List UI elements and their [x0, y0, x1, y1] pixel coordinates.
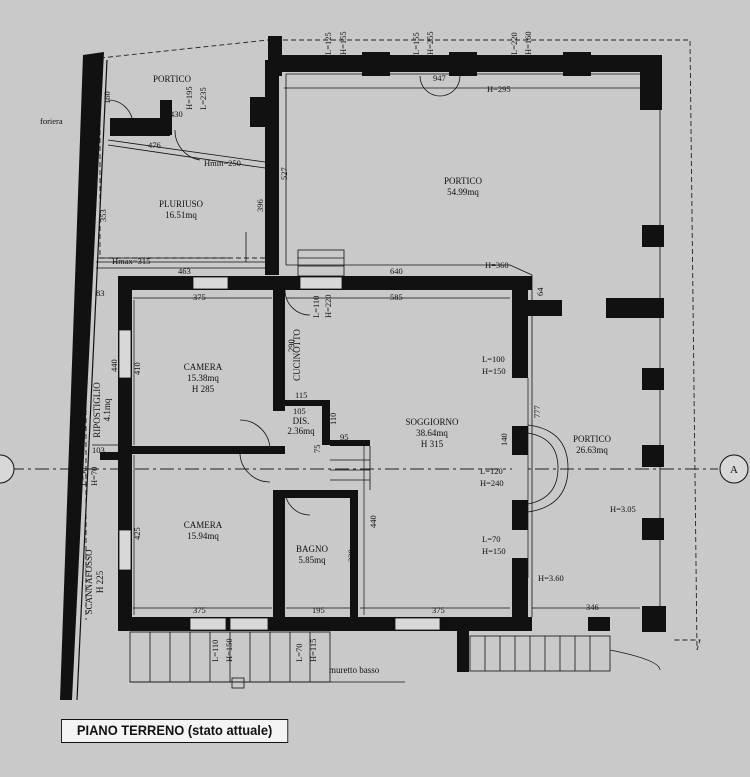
svg-text:L=120: L=120	[480, 466, 503, 476]
svg-text:140: 140	[499, 433, 509, 446]
svg-text:110: 110	[328, 413, 338, 425]
svg-text:346: 346	[586, 602, 599, 612]
svg-text:H=160: H=160	[523, 31, 533, 55]
room-ripostiglio: RIPOSTIGLIO4.1mq	[92, 382, 112, 438]
svg-text:L=155: L=155	[411, 32, 421, 55]
svg-text:585: 585	[390, 292, 403, 302]
site-boundary-wall	[60, 52, 108, 701]
svg-text:H=150: H=150	[482, 366, 506, 376]
svg-text:foriera: foriera	[40, 116, 63, 126]
svg-text:L=220: L=220	[509, 32, 519, 55]
svg-text:410: 410	[132, 362, 142, 375]
dimension-labels: L=125 H=155 L=155 H=255 L=220 H=160 947 …	[40, 31, 636, 675]
svg-text:430: 430	[170, 109, 183, 119]
svg-text:375: 375	[193, 605, 206, 615]
svg-text:527: 527	[279, 167, 289, 180]
svg-text:640: 640	[390, 266, 403, 276]
svg-text:Hmax=315: Hmax=315	[112, 256, 150, 266]
openings	[118, 276, 441, 631]
dimension-lines	[92, 87, 640, 615]
svg-text:105: 105	[293, 406, 306, 416]
svg-text:L=110: L=110	[210, 640, 220, 662]
svg-text:290: 290	[286, 339, 296, 352]
svg-text:H=150: H=150	[482, 546, 506, 556]
svg-text:H=150: H=150	[224, 638, 234, 662]
svg-text:L=70: L=70	[294, 644, 304, 663]
svg-text:muretto basso: muretto basso	[329, 665, 380, 675]
svg-text:463: 463	[178, 266, 191, 276]
svg-text:195: 195	[312, 605, 325, 615]
svg-text:L=110: L=110	[311, 296, 321, 318]
svg-text:H=115: H=115	[308, 639, 318, 662]
svg-text:75: 75	[312, 445, 322, 454]
svg-text:Hmin=250: Hmin=250	[204, 158, 241, 168]
thin-lines	[96, 73, 661, 689]
svg-text:440: 440	[368, 515, 378, 528]
svg-text:L=125: L=125	[323, 32, 333, 55]
svg-text:64: 64	[535, 287, 545, 296]
room-scannafosso: SCANNAFOSSOH 225	[84, 549, 105, 615]
dashed-outlines	[85, 39, 701, 651]
svg-text:L=70: L=70	[482, 534, 501, 544]
svg-text:H=295: H=295	[487, 84, 511, 94]
svg-text:83: 83	[96, 288, 105, 298]
svg-text:396: 396	[255, 199, 265, 212]
svg-text:H=255: H=255	[425, 31, 435, 55]
room-cucinotto: CUCINOTTO	[292, 329, 302, 381]
svg-text:H=240: H=240	[480, 478, 504, 488]
svg-text:440: 440	[109, 359, 119, 372]
svg-text:L=235: L=235	[198, 87, 208, 110]
drawing-title: PIANO TERRENO (stato attuale)	[61, 719, 289, 743]
section-marker: A	[730, 464, 738, 476]
svg-text:330: 330	[346, 549, 356, 562]
svg-text:353: 353	[98, 209, 108, 222]
svg-text:H=155: H=155	[338, 31, 348, 55]
svg-text:H=220: H=220	[323, 294, 333, 318]
svg-text:777: 777	[532, 405, 542, 418]
svg-text:H=3.05: H=3.05	[610, 504, 636, 514]
svg-text:95: 95	[340, 432, 349, 442]
svg-text:160: 160	[102, 91, 112, 104]
svg-text:L=100: L=100	[482, 354, 505, 364]
svg-text:H=70: H=70	[89, 467, 99, 486]
room-dis: DIS.2.36mq	[287, 416, 315, 436]
svg-text:103: 103	[92, 445, 105, 455]
room-portico-nw: PORTICO	[153, 74, 191, 84]
svg-text:L=50: L=50	[78, 468, 88, 487]
walls	[100, 36, 666, 672]
svg-text:375: 375	[432, 605, 445, 615]
svg-text:H=360: H=360	[485, 260, 509, 270]
svg-text:H=195: H=195	[184, 86, 194, 110]
svg-text:H=3.60: H=3.60	[538, 573, 564, 583]
svg-text:947: 947	[433, 73, 446, 83]
svg-text:476: 476	[148, 140, 161, 150]
svg-text:375: 375	[193, 292, 206, 302]
svg-text:425: 425	[132, 527, 142, 540]
svg-text:115: 115	[295, 390, 307, 400]
